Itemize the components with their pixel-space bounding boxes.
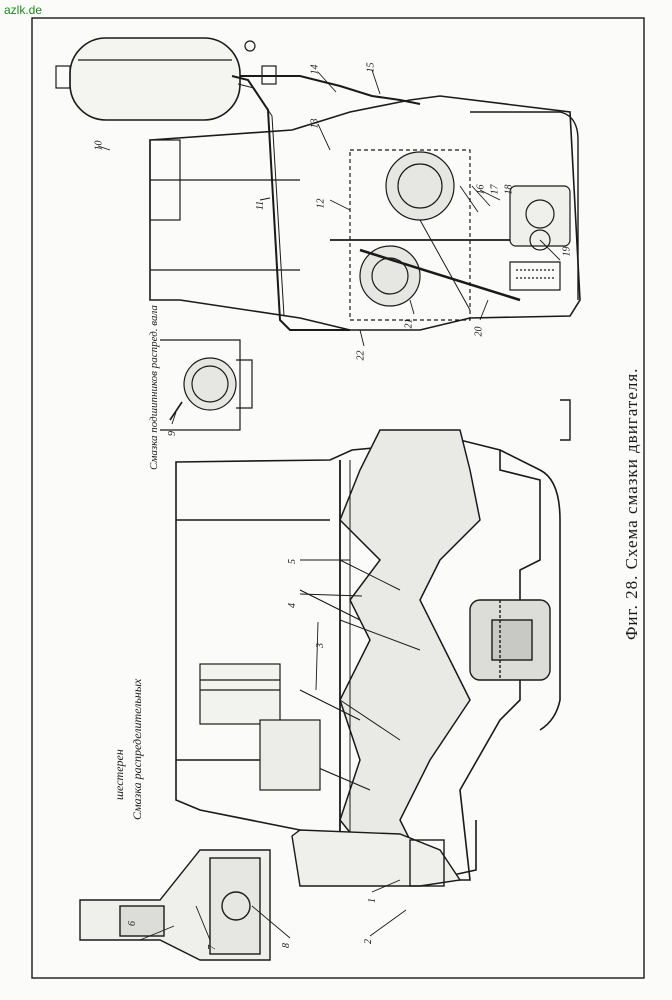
crankshaft-longitudinal [339, 429, 481, 871]
callout-19: 19 [561, 246, 573, 257]
callout-4: 4 [287, 603, 298, 608]
page-border [31, 17, 645, 979]
figure-caption: Фиг. 28. Схема смазки двигателя. [622, 367, 641, 640]
callout-17: 17 [489, 184, 501, 195]
camshaft-bearing-caption: Смазка подшипников распред. вала [148, 305, 160, 470]
engine-block-outline [149, 95, 581, 331]
callout-12: 12 [315, 198, 327, 209]
camshaft-bearing-inset [160, 339, 253, 431]
callout-22: 22 [355, 350, 367, 361]
connecting-rods [199, 589, 371, 791]
timing-gears-inset [79, 849, 271, 961]
callout-15: 15 [365, 62, 377, 73]
callout-10: 10 [93, 140, 105, 151]
callout-3: 3 [315, 643, 326, 648]
timing-gears-caption-line2: шестерен [112, 749, 126, 800]
callout-9: 9 [167, 431, 178, 436]
callout-16: 16 [475, 184, 487, 195]
callout-21: 21 [403, 318, 415, 329]
callout-6: 6 [127, 921, 138, 926]
crankshaft-cross-section [330, 149, 560, 321]
callout-11: 11 [255, 200, 267, 211]
oil-pan-upper [470, 111, 579, 300]
callout-8: 8 [281, 943, 292, 948]
flywheel-and-clutch [469, 399, 571, 681]
callout-13: 13 [309, 118, 321, 129]
oil-pump-assembly [509, 185, 571, 291]
callout-1: 1 [367, 898, 378, 903]
callout-14: 14 [309, 64, 321, 75]
callout-18: 18 [503, 184, 515, 195]
callout-20: 20 [473, 326, 485, 337]
callout-5: 5 [287, 559, 298, 564]
callout-7: 7 [207, 945, 218, 950]
watermark: azlk.de [4, 3, 43, 17]
callout-2: 2 [363, 939, 374, 944]
front-gear-housing [291, 829, 462, 887]
timing-gears-caption-line1: Смазка распределительных [130, 678, 144, 820]
